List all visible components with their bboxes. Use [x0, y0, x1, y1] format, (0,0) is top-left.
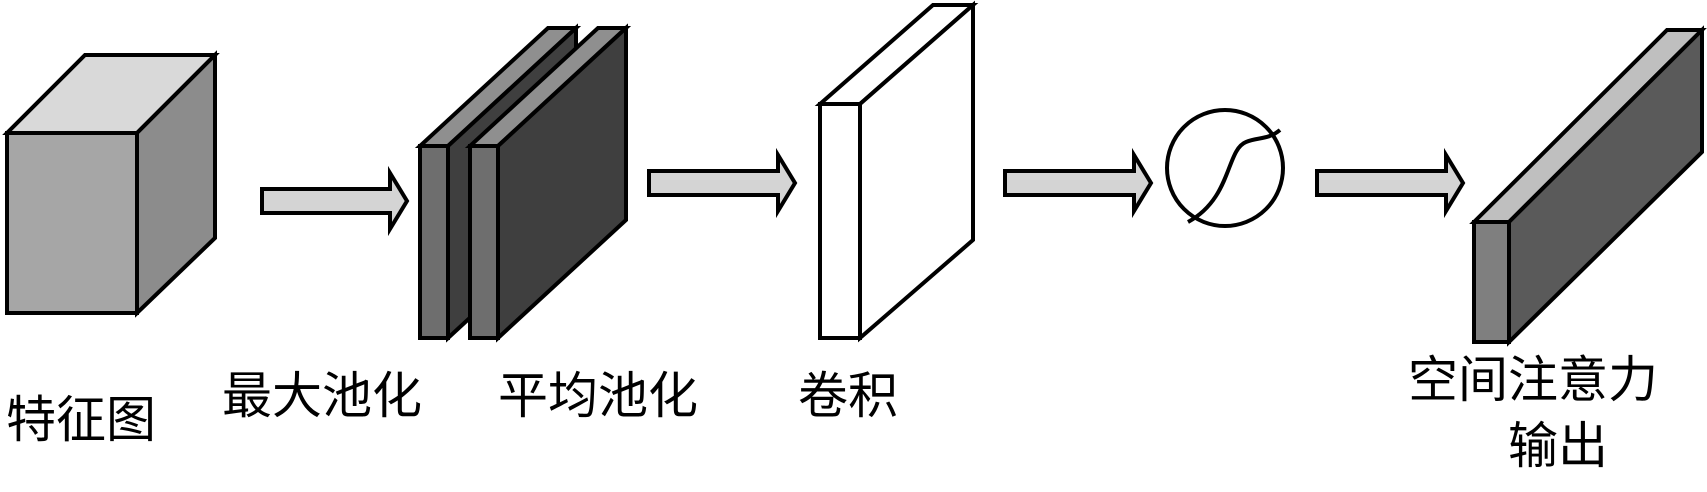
output-slab — [1469, 25, 1707, 347]
arrow-2 — [647, 147, 798, 219]
output-label-line2: 输出 — [1508, 417, 1608, 475]
conv-label: 卷积 — [798, 367, 898, 425]
max-pool-label: 最大池化 — [222, 367, 422, 425]
feature-map-front-face — [5, 131, 139, 315]
conv-slab — [814, 0, 979, 343]
output-label-line1: 空间注意力 — [1408, 351, 1658, 409]
feature-map-label: 特征图 — [6, 391, 156, 449]
avg-pool-slab — [464, 23, 632, 343]
arrow-1 — [260, 165, 410, 237]
output-front-face — [1472, 220, 1511, 344]
arrow-4 — [1315, 147, 1466, 219]
avg-pool-label: 平均池化 — [498, 367, 698, 425]
feature-map-cube — [2, 50, 220, 318]
sigmoid-icon — [1165, 108, 1285, 228]
arrow-3 — [1003, 147, 1154, 219]
conv-front-face — [818, 102, 862, 340]
avg-pool-front-face — [468, 144, 500, 340]
max-pool-front-face — [418, 144, 450, 340]
